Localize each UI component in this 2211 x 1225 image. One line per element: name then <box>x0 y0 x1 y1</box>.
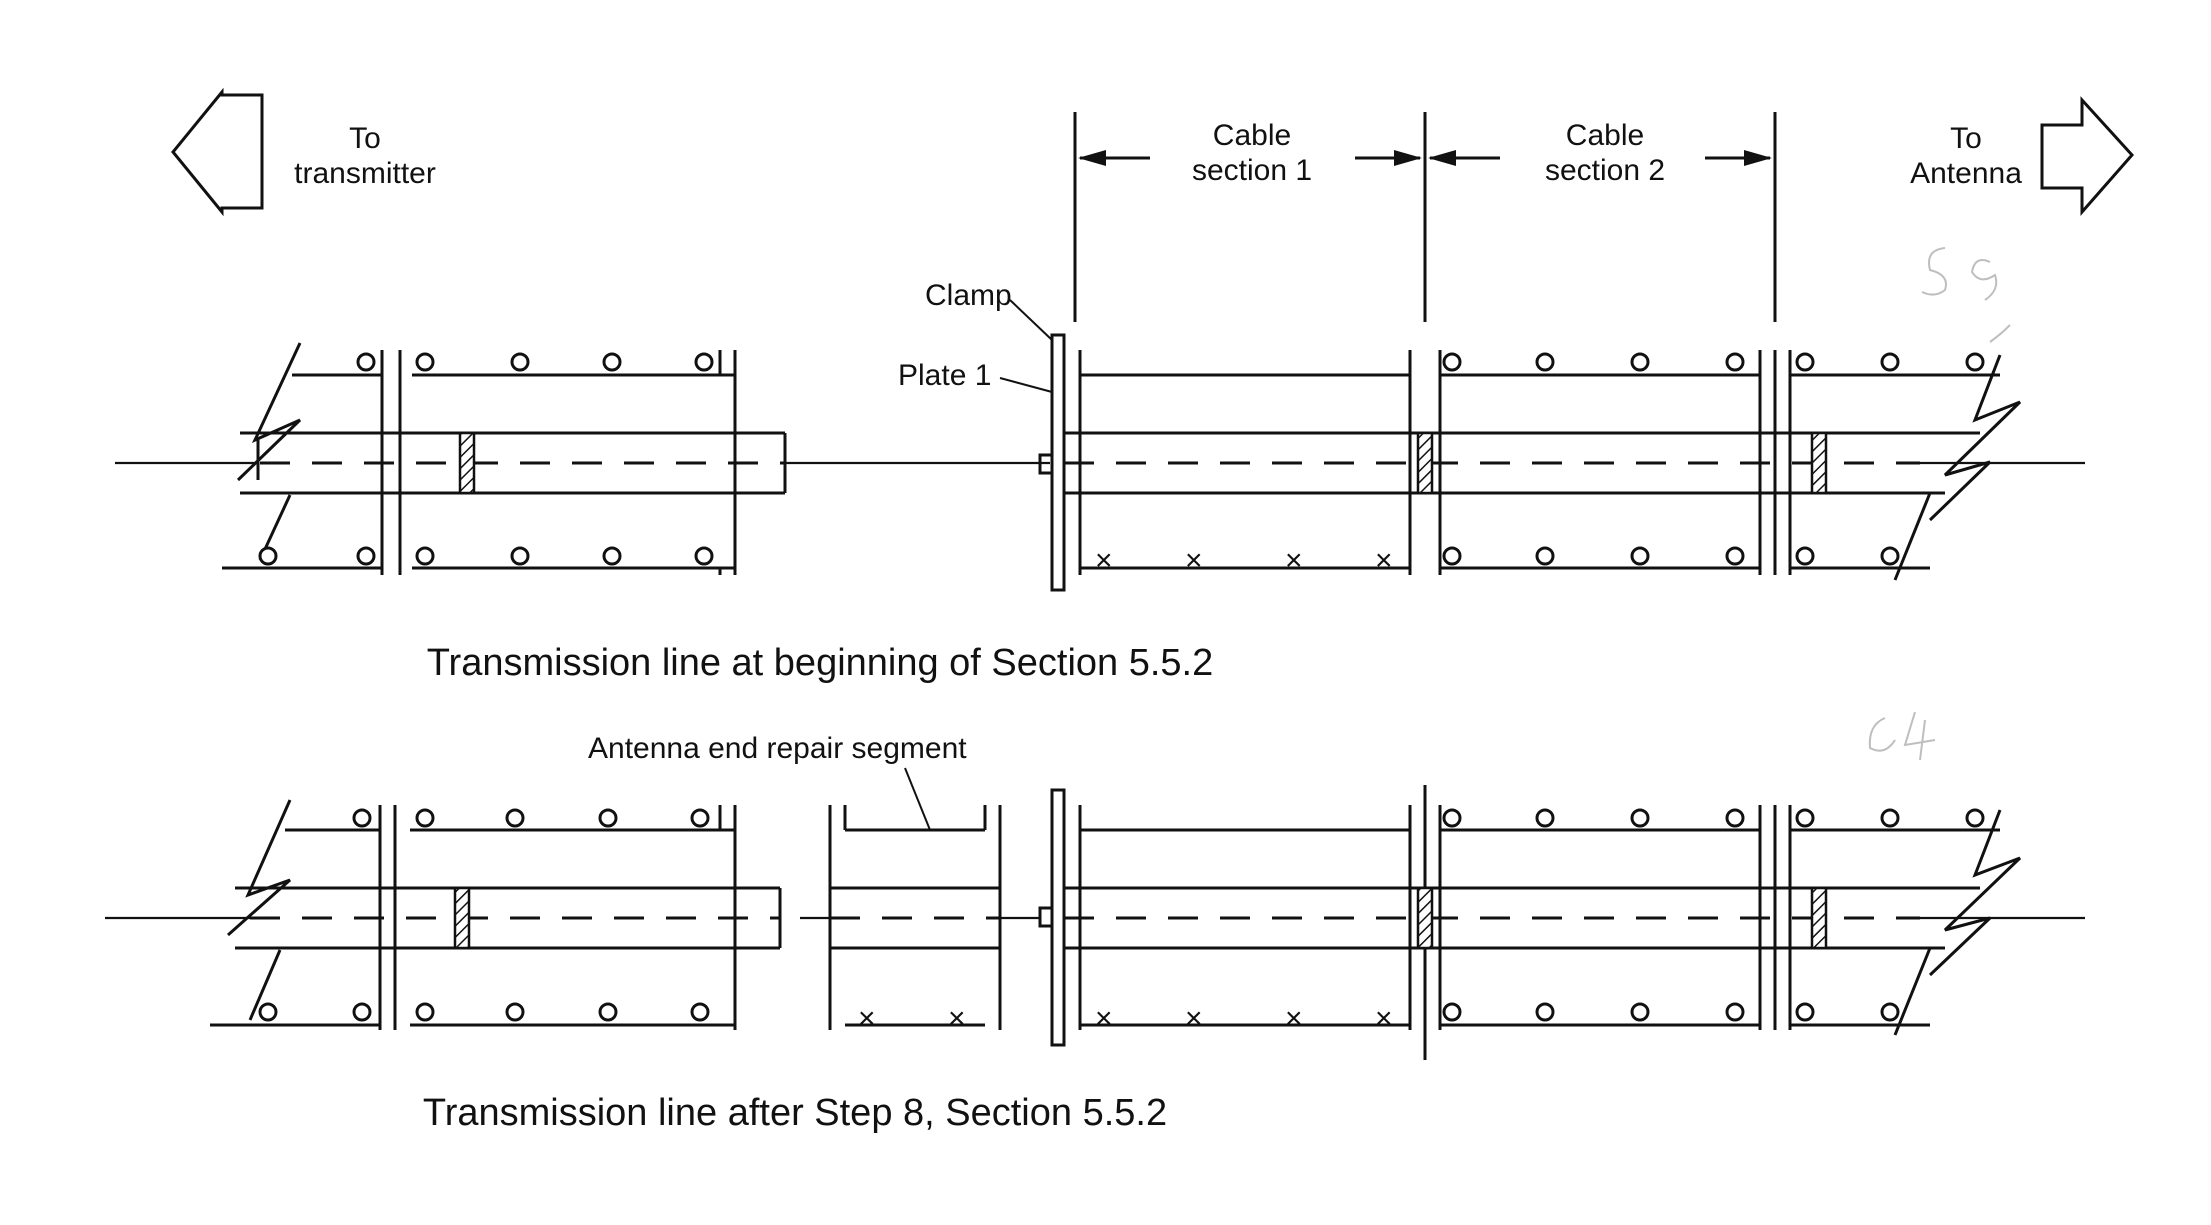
bottom-antenna-side-line: × × × × <box>1038 785 2085 1060</box>
svg-text:×: × <box>1185 544 1203 577</box>
svg-text:×: × <box>1185 1002 1203 1035</box>
antenna-end-repair-segment-label: Antenna end repair segment <box>588 732 967 765</box>
svg-text:×: × <box>1285 1002 1303 1035</box>
bottom-transmitter-side-line <box>105 799 782 1030</box>
to-transmitter-label-line1: To <box>349 122 381 155</box>
clamp-plate-labels: Clamp Plate 1 <box>898 279 1053 393</box>
cable-section-dimensions: Cable section 1 Cable section 2 <box>1073 112 1777 322</box>
svg-text:×: × <box>1095 544 1113 577</box>
cable-section-1-label-line2: section 1 <box>1192 154 1312 187</box>
svg-text:×: × <box>1375 544 1393 577</box>
svg-text:×: × <box>858 1002 876 1035</box>
cable-section-1-label-line1: Cable <box>1213 119 1291 152</box>
top-antenna-side-line: × × × × <box>785 333 2085 592</box>
to-transmitter-arrow: To transmitter <box>171 87 436 217</box>
cable-section-2-label-line2: section 2 <box>1545 154 1665 187</box>
svg-text:×: × <box>948 1002 966 1035</box>
clamp-label: Clamp <box>925 279 1012 312</box>
cable-section-2-label-line1: Cable <box>1566 119 1644 152</box>
top-caption: Transmission line at beginning of Sectio… <box>427 642 1214 684</box>
to-antenna-arrow: To Antenna <box>1910 96 2135 216</box>
bottom-caption: Transmission line after Step 8, Section … <box>423 1092 1167 1134</box>
top-transmitter-side-line <box>115 342 787 575</box>
svg-text:×: × <box>1375 1002 1393 1035</box>
handwritten-mark-59 <box>1921 247 2011 343</box>
plate-1-label: Plate 1 <box>898 359 991 392</box>
handwritten-mark-64 <box>1868 711 1936 761</box>
svg-text:×: × <box>1095 1002 1113 1035</box>
antenna-end-repair-segment: × × Antenna end repair segment <box>588 732 1040 1035</box>
svg-text:×: × <box>1285 544 1303 577</box>
to-antenna-label-line2: Antenna <box>1910 157 2022 190</box>
to-transmitter-label-line2: transmitter <box>294 157 436 190</box>
to-antenna-label-line1: To <box>1950 122 1982 155</box>
